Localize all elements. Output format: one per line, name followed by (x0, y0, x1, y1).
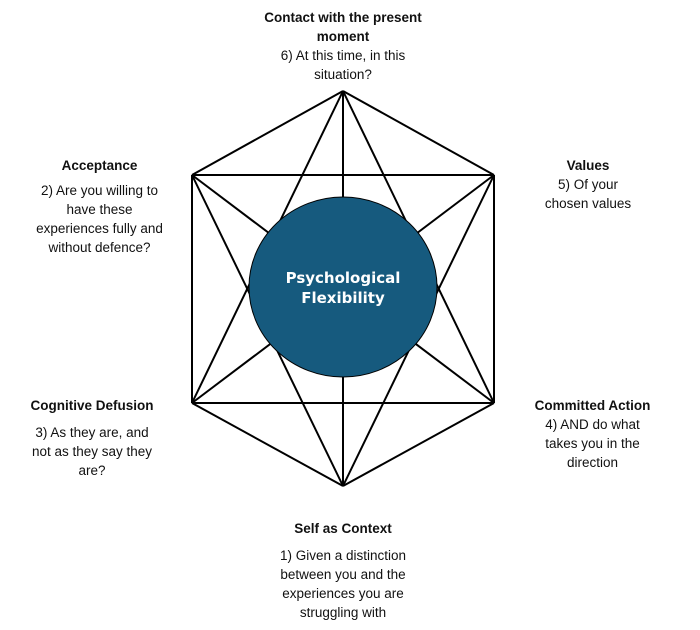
hex-edge (191, 90, 344, 176)
node-title: Committed Action (534, 398, 651, 413)
node-values: Values 5) Of your chosen values (518, 156, 658, 213)
node-description: 4) AND do what takes you in the directio… (545, 417, 640, 470)
node-title: Acceptance (61, 158, 138, 173)
node-acceptance: Acceptance 2) Are you willing to have th… (32, 156, 167, 257)
node-self-as-context: Self as Context 1) Given a distinction b… (268, 519, 418, 622)
node-title: Self as Context (294, 521, 392, 536)
node-title: Values (566, 158, 610, 173)
center-circle (248, 196, 438, 378)
node-description: 6) At this time, in this situation? (280, 48, 406, 82)
hex-edge (191, 402, 344, 487)
center-label-text: Psychological Flexibility (285, 269, 401, 307)
node-description: 1) Given a distinction between you and t… (279, 548, 407, 620)
node-description: 2) Are you willing to have these experie… (36, 183, 163, 255)
node-title: Contact with the present moment (264, 10, 422, 44)
node-cognitive-defusion: Cognitive Defusion 3) As they are, and n… (22, 396, 162, 480)
center-label: Psychological Flexibility (249, 198, 437, 378)
hex-edge (342, 90, 495, 176)
node-description: 3) As they are, and not as they say they… (31, 425, 153, 478)
node-description: 5) Of your chosen values (544, 177, 632, 211)
hex-edge (342, 402, 495, 487)
node-committed-action: Committed Action 4) AND do what takes yo… (525, 396, 660, 472)
node-title: Cognitive Defusion (30, 398, 154, 413)
node-contact-present-moment: Contact with the present moment 6) At th… (263, 8, 423, 84)
